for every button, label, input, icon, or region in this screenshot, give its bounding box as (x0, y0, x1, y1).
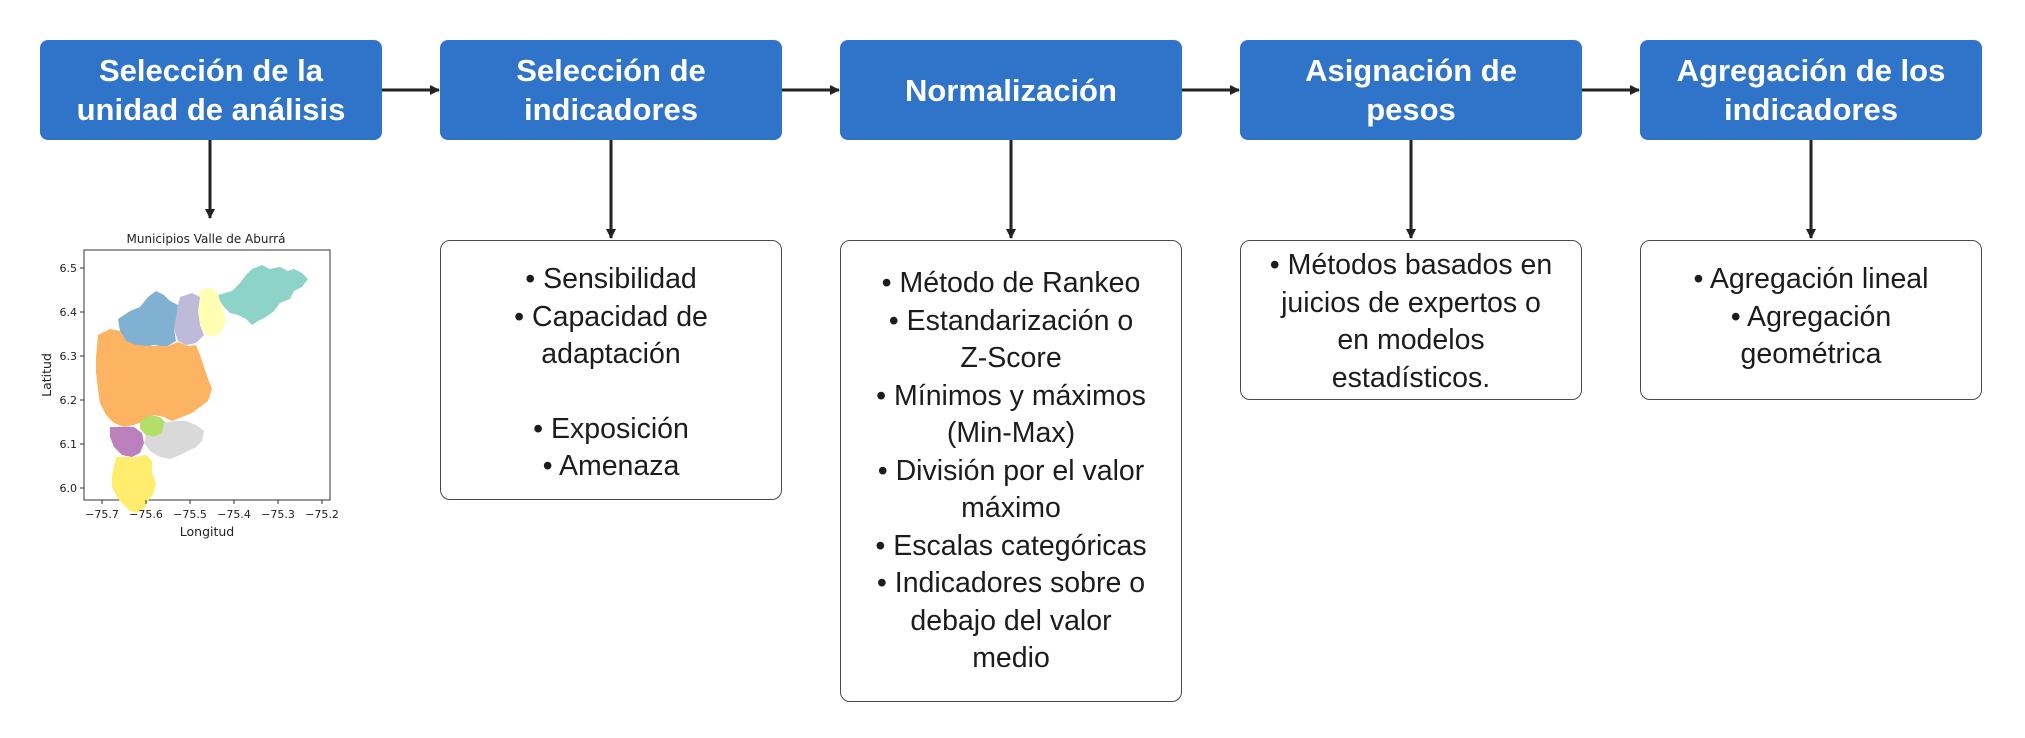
step-title-line: Normalización (905, 72, 1117, 108)
detail-item: • Estandarización o (888, 304, 1134, 337)
y-tick-label: 6.1 (60, 438, 78, 451)
detail-pesos: • Métodos basados en juicios de expertos… (1240, 240, 1582, 400)
detail-item: • Capacidad de (514, 300, 708, 333)
step-title-line: Agregación de los (1676, 53, 1946, 88)
step-title-line: Asignación de (1305, 53, 1517, 88)
step-seleccion-unidad: Selección de la unidad de análisis (40, 40, 382, 140)
detail-item: • División por el valor (877, 454, 1145, 487)
detail-item: • Agregación (1730, 300, 1892, 333)
detail-item: • Escalas categóricas (875, 529, 1147, 562)
detail-item: geométrica (1740, 338, 1882, 370)
detail-item: medio (972, 642, 1050, 674)
step-seleccion-indicadores: Selección de indicadores (440, 40, 782, 140)
x-tick-label: −75.3 (261, 508, 295, 521)
step-asignacion-pesos: Asignación de pesos (1240, 40, 1582, 140)
y-tick-label: 6.2 (60, 394, 78, 407)
map-region (140, 415, 166, 437)
detail-item: • Método de Rankeo (881, 267, 1141, 299)
detail-item: • Sensibilidad (525, 263, 697, 295)
detail-item: Z-Score (960, 342, 1062, 374)
y-tick-label: 6.5 (60, 262, 78, 275)
map-title: Municipios Valle de Aburrá (127, 232, 286, 246)
detail-item: • Mínimos y máximos (876, 379, 1146, 412)
map-x-ticks (101, 500, 323, 504)
map-x-label: Longitud (180, 524, 234, 539)
y-tick-label: 6.0 (60, 482, 78, 495)
map-region (198, 287, 226, 337)
map-region (174, 293, 204, 345)
detail-spacer (441, 374, 781, 411)
detail-item: • Agregación lineal (1693, 263, 1929, 295)
step-normalizacion: Normalización (840, 40, 1182, 140)
detail-item: juicios de expertos o (1281, 286, 1541, 319)
x-tick-label: −75.5 (173, 508, 207, 521)
detail-item: debajo del valor (910, 604, 1112, 637)
step-title-line: Selección de la (99, 53, 323, 88)
detail-item: • Amenaza (542, 450, 680, 482)
x-tick-label: −75.6 (129, 508, 163, 521)
detail-item: • Indicadores sobre o (876, 567, 1146, 599)
map-region (110, 427, 144, 457)
detail-agregacion: • Agregación lineal • Agregación geométr… (1640, 240, 1982, 400)
step-title-line: indicadores (524, 92, 698, 127)
y-tick-label: 6.4 (60, 306, 78, 319)
x-tick-label: −75.4 (217, 508, 251, 521)
detail-indicadores: • Sensibilidad • Capacidad de adaptación… (440, 240, 782, 500)
map-region (218, 265, 308, 325)
x-tick-label: −75.2 (305, 508, 339, 521)
step-title-line: Selección de (516, 53, 706, 88)
detail-item: • Métodos basados en (1269, 249, 1553, 281)
x-tick-label: −75.7 (85, 508, 119, 521)
map-region (144, 421, 204, 459)
map-y-ticks (80, 267, 84, 489)
detail-item: • Exposición (533, 412, 689, 445)
detail-item: (Min-Max) (946, 417, 1076, 449)
map-region (112, 455, 156, 513)
y-tick-label: 6.3 (60, 350, 78, 363)
detail-item: adaptación (541, 338, 681, 370)
map-region (118, 291, 178, 347)
step-agregacion: Agregación de los indicadores (1640, 40, 1982, 140)
map-y-label: Latitud (40, 353, 54, 397)
step-title-line: indicadores (1723, 92, 1898, 127)
detail-item: estadísticos. (1331, 361, 1491, 394)
detail-item: máximo (961, 492, 1061, 524)
step-title-line: pesos (1366, 92, 1456, 127)
detail-normalizacion: • Método de Rankeo • Estandarización o Z… (840, 240, 1182, 702)
detail-item: en modelos (1337, 324, 1485, 356)
municipios-map-figure: Municipios Valle de Aburrá 6.5 6.4 6.3 6… (40, 232, 339, 539)
map-region (96, 329, 212, 427)
step-title-line: unidad de análisis (76, 92, 346, 127)
map-axes-frame (83, 249, 331, 501)
